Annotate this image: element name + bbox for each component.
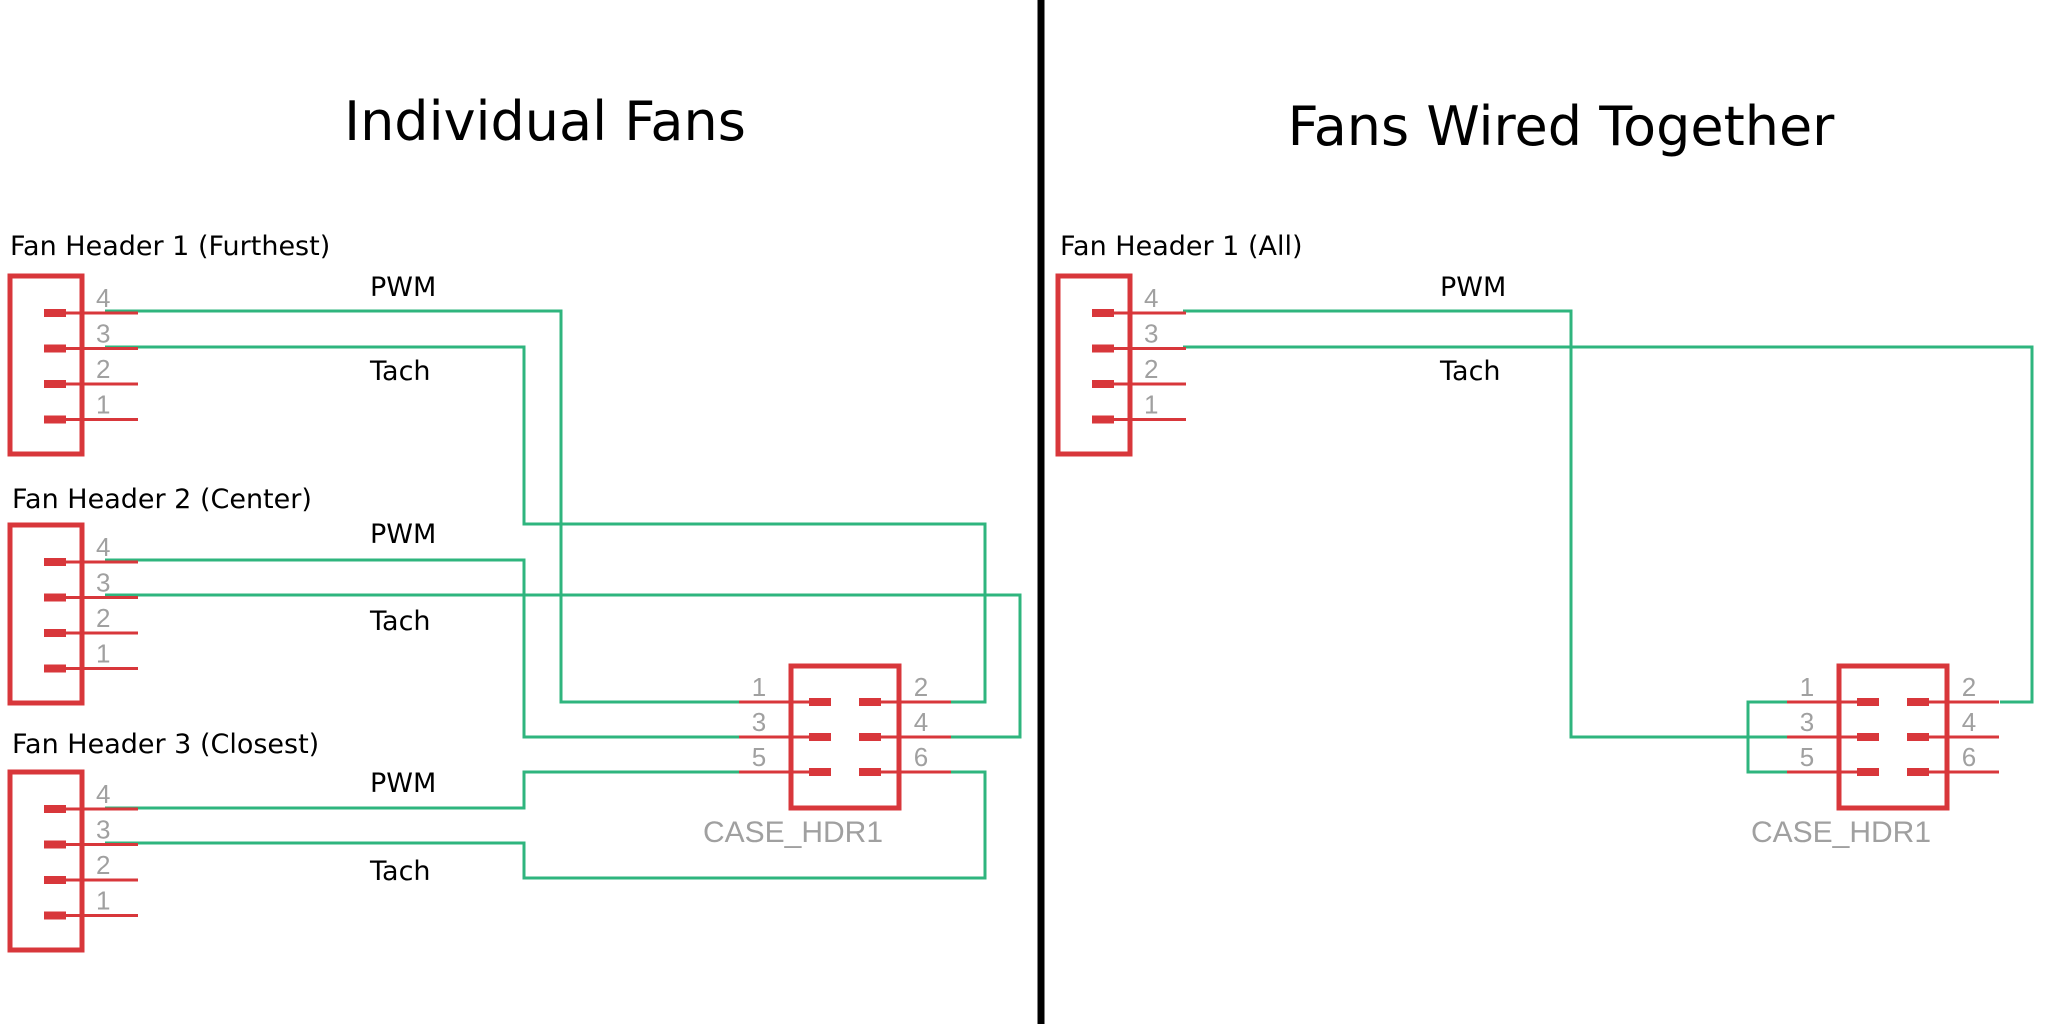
fan-header-2-pin-number: 1 [96, 639, 110, 669]
fan-header-all-label: Fan Header 1 (All) [1060, 231, 1303, 262]
fan-header-3-pin-number: 4 [96, 779, 110, 809]
fan-header-3-pwm-label: PWM [370, 768, 436, 799]
case-header-right-pad-4 [1907, 733, 1929, 741]
fan-header-all-tach-label: Tach [1439, 356, 1501, 387]
fan-header-3-pin-number: 3 [96, 815, 110, 845]
fan-header-2-label: Fan Header 2 (Center) [12, 484, 312, 515]
fan-header-1-body [7, 273, 85, 457]
fan-header-2-pad-4 [44, 558, 66, 566]
case-header-left-pin-number: 1 [752, 672, 766, 702]
fan-header-2-tach-label: Tach [369, 606, 431, 637]
fan-header-3-tach-label: Tach [369, 856, 431, 887]
fan-header-all-pin-number: 4 [1144, 283, 1158, 313]
fan-header-3-label: Fan Header 3 (Closest) [12, 729, 319, 760]
fan-header-1-pad-1 [44, 415, 66, 424]
fan-header-3-body [7, 769, 85, 953]
case-header-left-pad-2 [859, 698, 881, 706]
fan-header-2-pad-1 [44, 664, 66, 673]
case-header-left-pad-6 [859, 768, 881, 776]
wires [105, 309, 2034, 880]
fan-header-1: 4 3 2 1 [7, 273, 138, 457]
case-header-right-pin-number: 3 [1800, 707, 1814, 737]
fan-header-1-pin-number: 3 [96, 319, 110, 349]
fan-header-1-pin-number: 1 [96, 390, 110, 420]
case-header-left-pin-number: 6 [914, 742, 928, 772]
fan-header-all-pin-number: 3 [1144, 319, 1158, 349]
case-header-left-pin-number: 2 [914, 672, 928, 702]
fan-header-1-pad-3 [44, 344, 66, 353]
fan-header-all-pad-3 [1092, 344, 1114, 353]
wire-fan1-pwm [105, 309, 788, 704]
case-header-left-pad-5 [809, 768, 831, 776]
case-header-right-pad-5 [1857, 768, 1879, 776]
case-header-right-pad-1 [1857, 698, 1879, 706]
fan-header-1-pin-number: 4 [96, 283, 110, 313]
fan-header-all-pad-2 [1092, 380, 1114, 388]
wire-all-pwm [1183, 309, 1838, 739]
fan-header-2-pin-number: 4 [96, 532, 110, 562]
wire-fan1-tach [105, 345, 987, 704]
fan-header-1-label: Fan Header 1 (Furthest) [10, 231, 330, 262]
wire-fan2-tach [105, 593, 1022, 739]
wire-fan2-pwm [105, 558, 788, 739]
case-header-right-pin-number: 1 [1800, 672, 1814, 702]
case-header-right-name: CASE_HDR1 [1751, 816, 1931, 849]
case-header-right-pad-3 [1857, 733, 1879, 741]
case-header-left-pad-3 [809, 733, 831, 741]
fan-header-all-body [1055, 273, 1133, 457]
case-header-right-pin-number: 5 [1800, 742, 1814, 772]
case-header-left-name: CASE_HDR1 [703, 816, 883, 849]
fan-header-2-pin-number: 3 [96, 568, 110, 598]
case-header-left-pin-number: 3 [752, 707, 766, 737]
fan-header-all: 4 3 2 1 [1055, 273, 1186, 457]
case-header-right-pin-number: 6 [1962, 742, 1976, 772]
fan-header-all-pin-number: 2 [1144, 354, 1158, 384]
fan-header-2-pad-2 [44, 629, 66, 637]
case-header-left-pin-number: 4 [914, 707, 928, 737]
fan-header-1-pin-number: 2 [96, 354, 110, 384]
left-panel-title: Individual Fans [344, 90, 746, 153]
wire-fan3-pwm [105, 770, 788, 810]
fan-header-all-pin-number: 1 [1144, 390, 1158, 420]
fan-header-2: 4 3 2 1 [7, 522, 138, 706]
fan-header-2-pin-number: 2 [96, 603, 110, 633]
fan-header-3: 4 3 2 1 [7, 769, 138, 953]
fan-header-3-pad-3 [44, 840, 66, 849]
fan-header-3-pin-number: 1 [96, 886, 110, 916]
case-header-right-pad-6 [1907, 768, 1929, 776]
fan-header-3-pin-number: 2 [96, 850, 110, 880]
fan-header-all-pwm-label: PWM [1440, 272, 1506, 303]
case-header-right-pin-number: 2 [1962, 672, 1976, 702]
fan-header-all-pad-1 [1092, 415, 1114, 424]
case-header-right-pad-2 [1907, 698, 1929, 706]
case-header-right-pin-number: 4 [1962, 707, 1976, 737]
fan-header-3-pad-2 [44, 876, 66, 884]
fan-header-2-pwm-label: PWM [370, 519, 436, 550]
fan-header-3-pad-4 [44, 805, 66, 813]
wire-fan3-tach [105, 770, 987, 880]
fan-header-1-pad-2 [44, 380, 66, 388]
fan-header-1-tach-label: Tach [369, 356, 431, 387]
wire-all-tach [1183, 345, 2034, 704]
fan-header-1-pwm-label: PWM [370, 272, 436, 303]
fan-header-2-pad-3 [44, 593, 66, 602]
fan-header-1-pad-4 [44, 309, 66, 317]
case-header-left-pad-1 [809, 698, 831, 706]
case-header-left-pin-number: 5 [752, 742, 766, 772]
fan-header-all-pad-4 [1092, 309, 1114, 317]
case-header-left-pad-4 [859, 733, 881, 741]
fan-header-2-body [7, 522, 85, 706]
fan-header-3-pad-1 [44, 911, 66, 920]
right-panel-title: Fans Wired Together [1288, 95, 1836, 158]
